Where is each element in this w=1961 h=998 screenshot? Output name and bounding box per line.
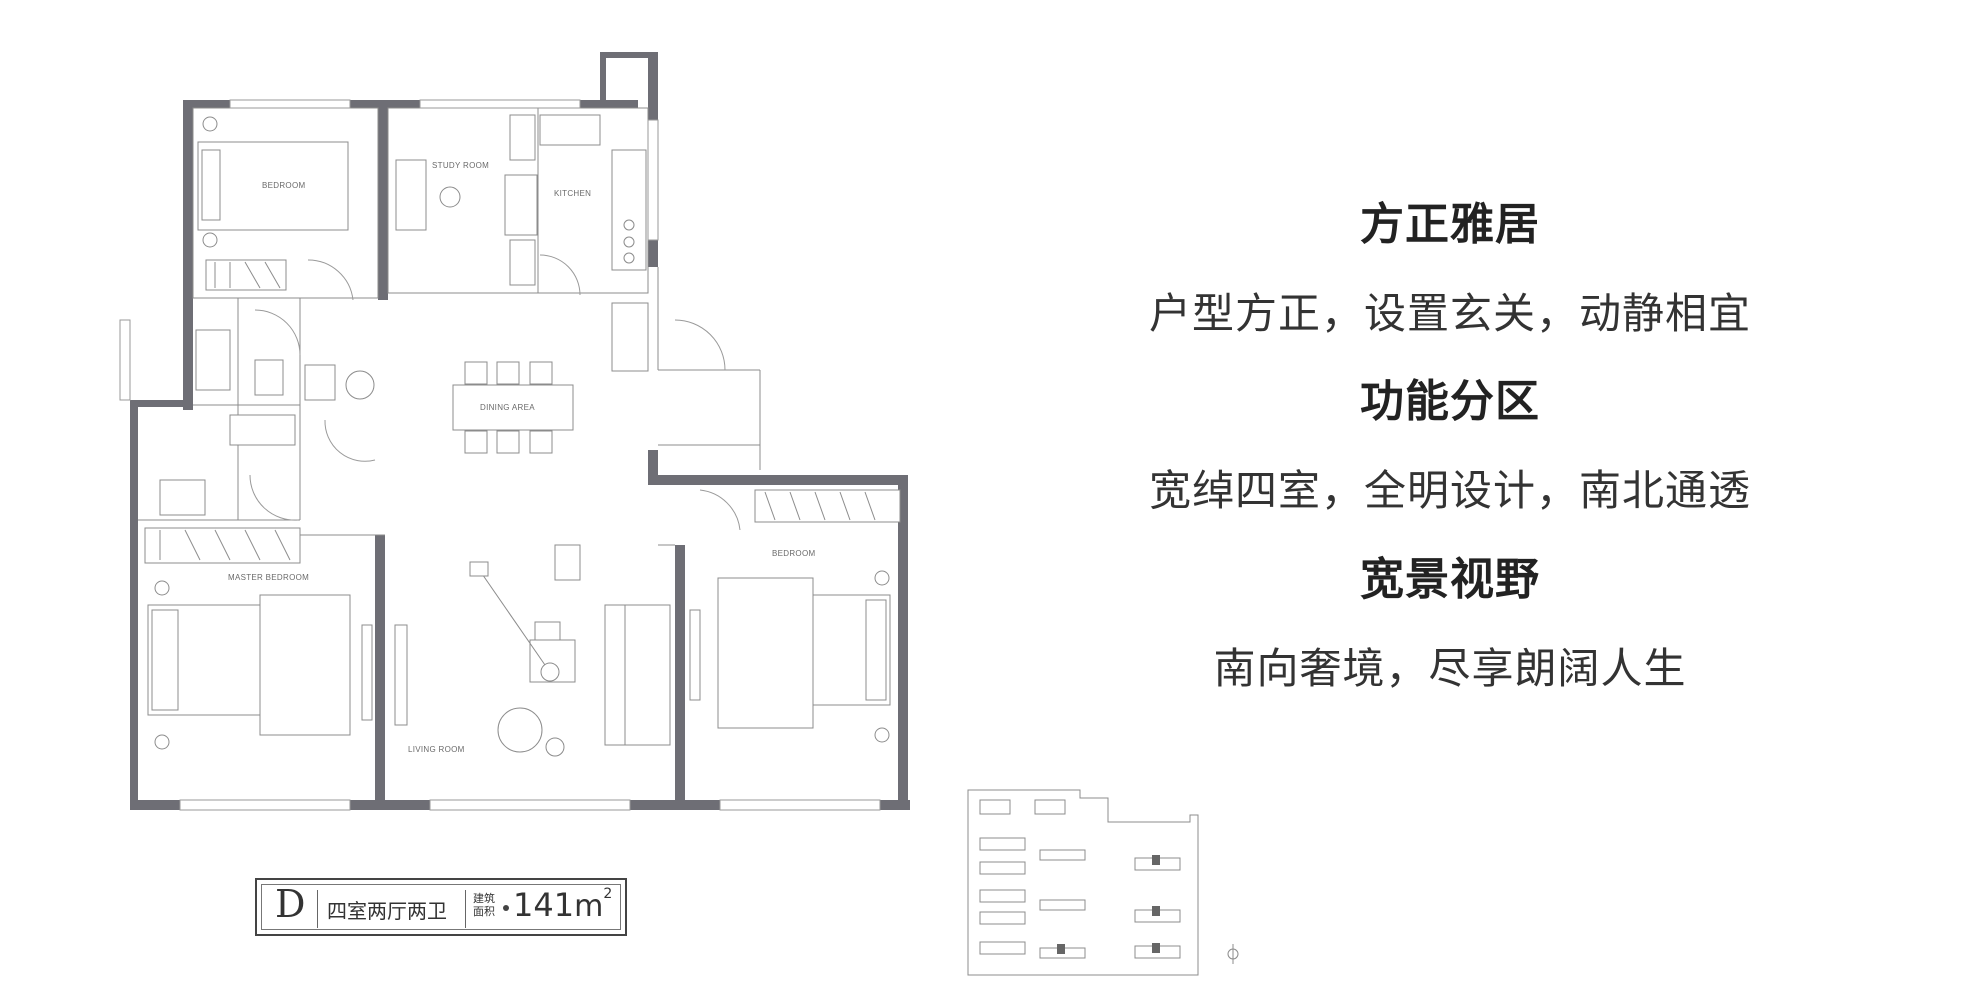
area-unit-superscript: 2 <box>603 886 613 902</box>
feature-body-3: 南向奢境，尽享朗阔人生 <box>1213 644 1687 693</box>
room-label-study: STUDY ROOM <box>432 161 489 170</box>
unit-tag-divider-2 <box>465 890 466 928</box>
room-label-dining: DINING AREA <box>480 403 535 412</box>
area-number: 141 <box>513 886 575 924</box>
furniture <box>144 114 901 757</box>
area-label: 建筑 面积 <box>473 892 499 918</box>
site-key-plan <box>967 789 1239 976</box>
feature-heading-1: 方正雅居 <box>1360 199 1540 250</box>
feature-body-2: 宽绰四室，全明设计，南北通透 <box>1148 466 1751 515</box>
doors <box>249 254 741 531</box>
unit-layout-text: 四室两厅两卫 <box>327 899 447 923</box>
area-label-line-1: 建筑 <box>473 892 495 905</box>
interior-lines <box>119 99 881 811</box>
room-label-master-bedroom: MASTER BEDROOM <box>228 573 309 582</box>
unit-type-tag: D 四室两厅两卫 建筑 面积 141m2 <box>255 878 627 936</box>
room-label-kitchen: KITCHEN <box>554 189 591 198</box>
room-label-bedroom-top: BEDROOM <box>262 181 305 190</box>
area-unit: m <box>574 889 604 924</box>
feature-heading-2: 功能分区 <box>1360 376 1540 427</box>
feature-heading-3: 宽景视野 <box>1360 554 1540 605</box>
feature-body-1: 户型方正，设置玄关，动静相宜 <box>1148 289 1751 338</box>
area-value: 141m2 <box>513 886 612 924</box>
unit-type-letter: D <box>275 882 306 926</box>
unit-tag-divider <box>317 890 318 928</box>
room-label-bedroom-right: BEDROOM <box>772 549 815 558</box>
room-label-living-room: LIVING ROOM <box>408 745 465 754</box>
unit-tag-inner-border <box>261 884 621 930</box>
bullet-dot <box>503 905 509 911</box>
area-label-line-2: 面积 <box>473 905 495 918</box>
